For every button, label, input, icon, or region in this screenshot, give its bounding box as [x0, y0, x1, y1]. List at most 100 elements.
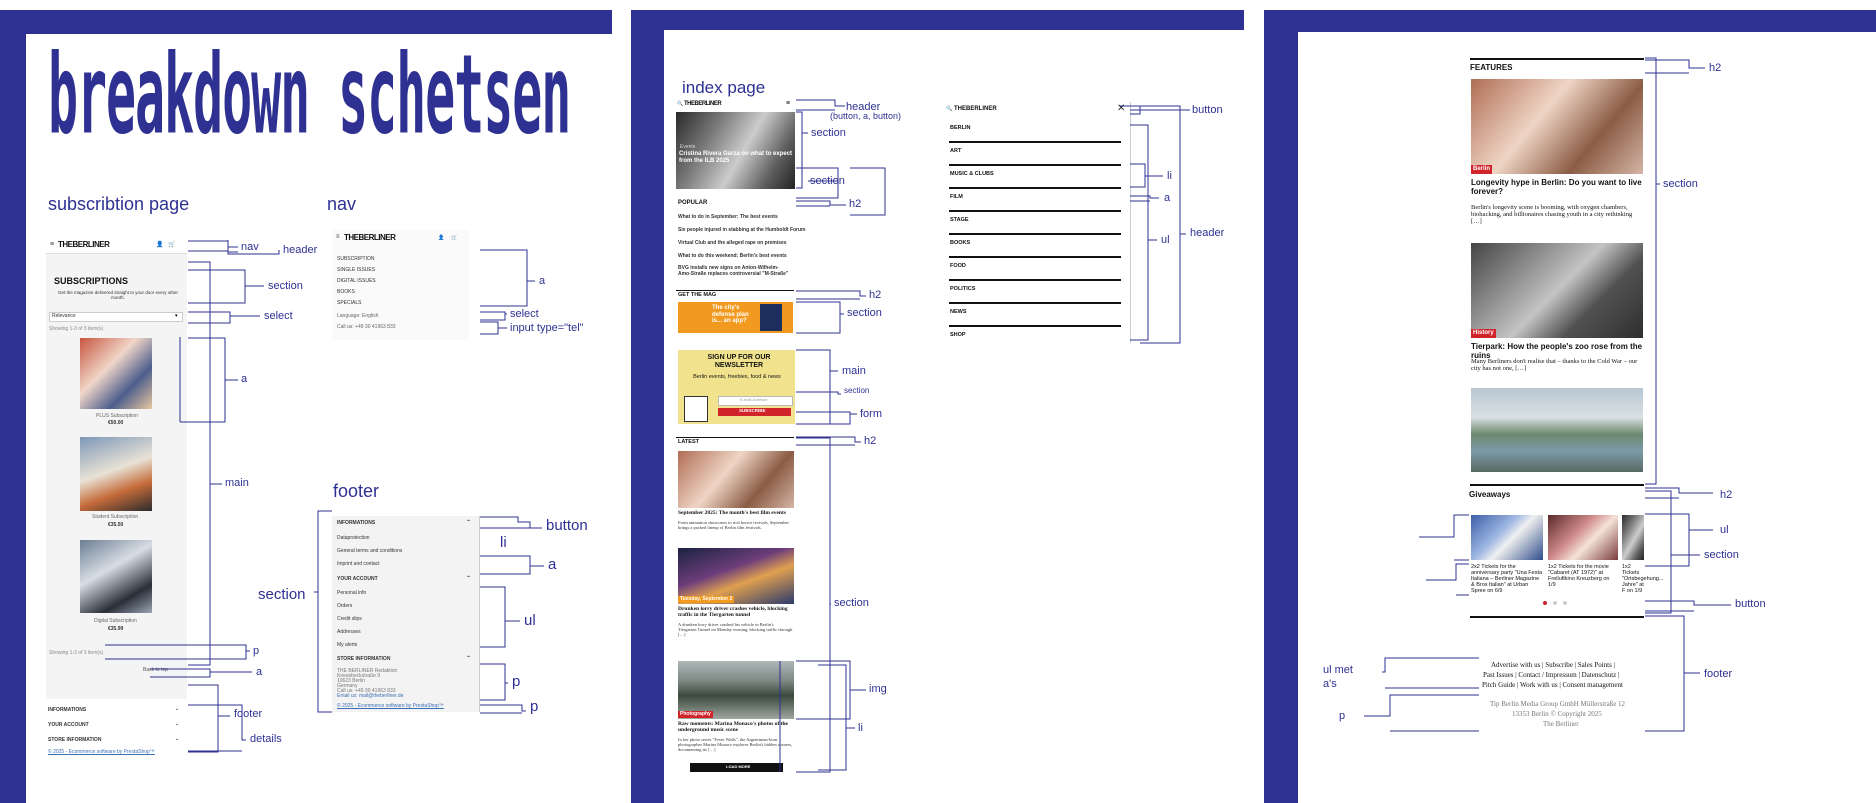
menu-link[interactable]: FOOD	[950, 263, 966, 269]
footer-link[interactable]: Addresses	[337, 629, 361, 635]
popular-link[interactable]: What to do in September: The best events	[678, 214, 778, 220]
footer-links[interactable]: Advertise with us | Subscribe | Sales Po…	[1491, 661, 1615, 669]
giveaway-image[interactable]	[1622, 515, 1644, 560]
popular-link[interactable]: BVG installs new signs on Anton-Wilhelm-…	[678, 265, 789, 277]
latest-title[interactable]: September 2025: The month's best film ev…	[678, 510, 786, 516]
footer-links[interactable]: Past Issues | Contact / Impressum | Date…	[1483, 671, 1620, 679]
menu-link[interactable]: BERLIN	[950, 125, 971, 131]
footer-link[interactable]: My alerts	[337, 642, 358, 648]
store-info-text: Email us: mail@theberliner.de	[337, 693, 404, 699]
popular-link[interactable]: Six people injured in stabbing at the Hu…	[678, 227, 806, 233]
footer-link[interactable]: Imprint and contact	[337, 561, 380, 567]
cart-icon[interactable]: 🛒	[451, 235, 458, 241]
label-h2: h2	[1720, 489, 1733, 501]
carousel-dot[interactable]	[1563, 601, 1567, 605]
carousel-dot[interactable]	[1553, 601, 1557, 605]
back-to-top-link[interactable]: Back to top	[143, 667, 169, 673]
nav-lang-select[interactable]: Language: English	[337, 313, 379, 319]
search-icon[interactable]: 🔍	[946, 106, 953, 112]
chevron-up-icon: ⌃	[466, 576, 472, 582]
hero-image[interactable]	[676, 112, 795, 189]
nav-link[interactable]: BOOKS	[337, 289, 355, 295]
menu-logo[interactable]: THEBERLINER	[954, 106, 997, 112]
feature-image[interactable]	[1471, 79, 1643, 174]
menu-link[interactable]: ART	[950, 148, 962, 154]
menu-link[interactable]: MUSIC & CLUBS	[950, 171, 994, 177]
giveaway-image[interactable]	[1548, 515, 1618, 560]
close-icon[interactable]: ✕	[1117, 103, 1126, 114]
email-field[interactable]	[718, 396, 793, 406]
footer-address: The Berliner	[1543, 720, 1579, 728]
footer-link[interactable]: Personal info	[337, 590, 367, 596]
giveaway-image[interactable]	[1471, 515, 1543, 560]
label-ul-met: ul met	[1323, 664, 1353, 676]
chevron-down-icon: ⌄	[175, 721, 180, 727]
mag-banner-text[interactable]: The city's defense plan is... an app?	[712, 305, 749, 325]
user-icon[interactable]: 👤	[438, 235, 445, 241]
menu-link[interactable]: SHOP	[950, 332, 966, 338]
feature-image[interactable]	[1471, 388, 1643, 472]
details-informations[interactable]: INFORMATIONS	[48, 707, 87, 713]
subscribe-button[interactable]	[718, 408, 791, 416]
popular-link[interactable]: What to do this weekend: Berlin's best e…	[678, 253, 787, 259]
nav-tel-input[interactable]: Call us: +49 30 41963 833	[337, 324, 396, 330]
nav-link[interactable]: SINGLE ISSUES	[337, 267, 376, 273]
footer-link[interactable]: General terms and conditions	[337, 548, 403, 554]
footer-section-title[interactable]: STORE INFORMATION	[337, 656, 391, 662]
index-mockup	[675, 100, 795, 772]
footer-links[interactable]: Pitch Guide | Work with us | Consent man…	[1482, 681, 1623, 689]
index-logo[interactable]: THEBERLINER	[684, 101, 722, 107]
product-image-plus[interactable]	[80, 338, 152, 409]
product-name[interactable]: PLUS Subscription	[96, 413, 138, 419]
menu-icon[interactable]: ≡	[50, 241, 55, 248]
label-li: li	[858, 722, 863, 734]
giveaway-text[interactable]: 2x2 Tickets for the anniversary party "U…	[1471, 564, 1543, 595]
giveaway-text[interactable]: 1x2 Tickets for the movie "Cabaret (AT 1…	[1548, 564, 1610, 589]
label-main: main	[225, 477, 249, 489]
details-store[interactable]: STORE INFORMATION	[48, 737, 102, 743]
user-icon[interactable]: 👤	[156, 242, 164, 248]
cart-icon[interactable]: 🛒	[168, 242, 176, 248]
latest-image[interactable]	[678, 451, 794, 508]
carousel-dot-active[interactable]	[1543, 601, 1547, 605]
menu-link[interactable]: FILM	[950, 194, 963, 200]
product-image-student[interactable]	[80, 437, 152, 511]
product-image-digital[interactable]	[80, 540, 152, 613]
product-name[interactable]: Student Subscription	[92, 514, 139, 520]
load-more-button[interactable]	[690, 763, 783, 772]
search-icon[interactable]: 🔍	[677, 101, 684, 107]
sub-select[interactable]	[49, 312, 183, 322]
sub-copyright[interactable]: © 2025 - Ecommerce software by PrestaSho…	[48, 749, 155, 755]
product-name[interactable]: Digital Subscription	[94, 618, 137, 624]
footer-section-title[interactable]: YOUR ACCOUNT	[337, 576, 378, 582]
nav-logo[interactable]: THEBERLINER	[344, 233, 396, 242]
nav-link[interactable]: SPECIALS	[337, 300, 362, 306]
feature-image[interactable]	[1471, 243, 1643, 338]
label-a: a	[1164, 192, 1171, 204]
sub-logo[interactable]: THEBERLINER	[58, 240, 110, 249]
menu-icon[interactable]: ≡	[336, 234, 340, 240]
latest-title[interactable]: Raw moments: Marina Monaco's photos of t…	[678, 721, 788, 734]
footer-link[interactable]: Dataprotection	[337, 535, 370, 541]
giveaway-text[interactable]: 1x2 Tickets "Ortsbegehung... Jahre" at F…	[1622, 564, 1664, 595]
nav-link[interactable]: SUBSCRIPTION	[337, 256, 375, 262]
feature-title[interactable]: Longevity hype in Berlin: Do you want to…	[1471, 178, 1642, 196]
feature-title[interactable]: Tierpark: How the people's zoo rose from…	[1471, 342, 1643, 360]
latest-title[interactable]: Drunken lorry driver crashes vehicle, bl…	[678, 606, 788, 619]
menu-icon[interactable]: ≡	[786, 100, 791, 107]
menu-link[interactable]: POLITICS	[950, 286, 976, 292]
label-button: button	[546, 517, 588, 534]
latest-image[interactable]	[678, 661, 794, 719]
details-account[interactable]: YOUR ACCOUNT	[48, 722, 89, 728]
footer-link[interactable]: Orders	[337, 603, 353, 609]
menu-link[interactable]: STAGE	[950, 217, 969, 223]
menu-link[interactable]: BOOKS	[950, 240, 971, 246]
nav-link[interactable]: DIGITAL ISSUES	[337, 278, 376, 284]
hero-title[interactable]: Cristina Rivera Garza on what to expect …	[679, 151, 793, 164]
latest-image[interactable]	[678, 548, 794, 604]
footer-link[interactable]: Credit slips	[337, 616, 362, 622]
popular-link[interactable]: Virtual Club and the alleged rape on pre…	[678, 240, 787, 246]
footer-copyright[interactable]: © 2025 - Ecommerce software by PrestaSho…	[337, 703, 444, 709]
footer-section-title[interactable]: INFORMATIONS	[337, 520, 376, 526]
menu-link[interactable]: NEWS	[950, 309, 967, 315]
